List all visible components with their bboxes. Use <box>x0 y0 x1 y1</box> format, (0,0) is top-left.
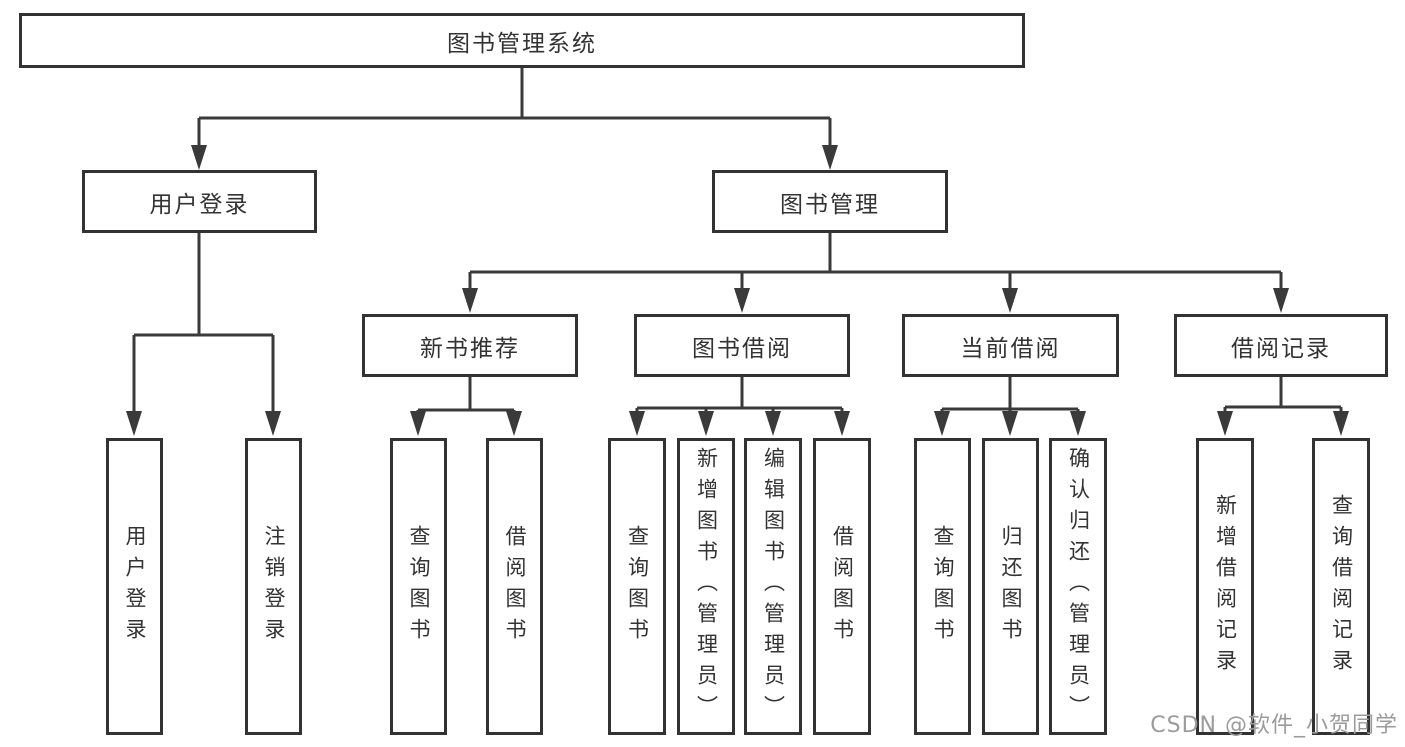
connector-record-to-leaves <box>1217 377 1349 436</box>
node-user-login: 用户登录 <box>82 170 317 233</box>
connector-root-to-level2 <box>191 68 838 170</box>
connector-login-to-leaves <box>126 233 281 436</box>
node-leaf-confirm-return-admin: 确认归还（管理员） <box>1049 438 1107 735</box>
node-leaf-edit-books-admin: 编辑图书（管理员） <box>744 438 802 735</box>
node-borrowing-records: 借阅记录 <box>1174 314 1388 377</box>
node-leaf-query-borrow-record: 查询借阅记录 <box>1312 438 1370 735</box>
node-leaf-add-borrow-record: 新增借阅记录 <box>1196 438 1254 735</box>
node-leaf-add-books-admin: 新增图书（管理员） <box>677 438 735 735</box>
node-leaf-query-books-current: 查询图书 <box>914 438 971 735</box>
leaf-label: 注销登录 <box>262 524 286 649</box>
node-leaf-query-books-rec: 查询图书 <box>390 438 447 735</box>
node-book-borrowing: 图书借阅 <box>634 314 850 377</box>
leaf-label: 借阅图书 <box>830 524 855 649</box>
connector-mgmt-to-level3 <box>462 233 1289 313</box>
node-new-book-recommend: 新书推荐 <box>362 314 578 377</box>
connector-rec-to-leaves <box>410 377 522 436</box>
node-leaf-logout: 注销登录 <box>245 438 302 735</box>
connector-borrow-to-leaves <box>629 377 850 436</box>
node-leaf-borrow-books-rec: 借阅图书 <box>486 438 543 735</box>
node-leaf-user-login: 用户登录 <box>106 438 163 735</box>
leaf-label: 查询图书 <box>407 524 431 649</box>
leaf-label: 用户登录 <box>123 524 147 649</box>
csdn-watermark: CSDN @软件_小贺同学 <box>1150 713 1398 738</box>
node-leaf-return-books: 归还图书 <box>982 438 1039 735</box>
leaf-label: 归还图书 <box>999 524 1023 649</box>
connector-current-to-leaves <box>934 377 1086 436</box>
leaf-label: 查询借阅记录 <box>1329 493 1354 680</box>
leaf-label: 查询图书 <box>931 524 955 649</box>
leaf-label: 新增借阅记录 <box>1213 493 1238 680</box>
node-leaf-query-books: 查询图书 <box>608 438 666 735</box>
leaf-label: 编辑图书（管理员） <box>761 447 786 726</box>
node-current-borrowing: 当前借阅 <box>902 314 1119 377</box>
leaf-label: 新增图书（管理员） <box>694 447 719 726</box>
node-book-management: 图书管理 <box>712 170 948 233</box>
node-library-management-system: 图书管理系统 <box>19 13 1025 68</box>
leaf-label: 确认归还（管理员） <box>1066 447 1091 726</box>
node-leaf-borrow-books: 借阅图书 <box>813 438 871 735</box>
leaf-label: 查询图书 <box>625 524 650 649</box>
leaf-label: 借阅图书 <box>503 524 527 649</box>
